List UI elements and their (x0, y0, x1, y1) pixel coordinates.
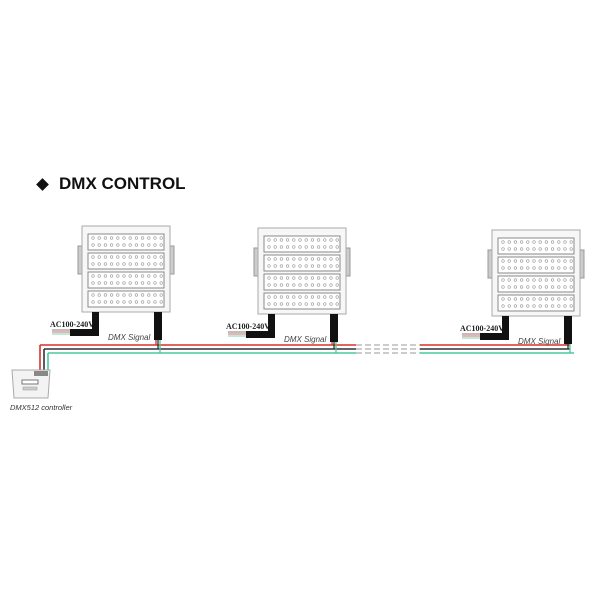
power-input-label: AC100-240V (226, 322, 270, 331)
dmx512-controller: DMX512 controller (10, 369, 73, 412)
dmx-signal-label: DMX Signal (518, 337, 560, 346)
led-flood-light-2: AC100-240V DMX Signal (226, 227, 351, 353)
led-flood-light-1: AC100-240V DMX Signal (50, 225, 175, 353)
dmx-signal-label: DMX Signal (284, 335, 326, 344)
controller-label: DMX512 controller (10, 403, 73, 412)
dmx-signal-label: DMX Signal (108, 333, 150, 342)
diagram-title: DMX CONTROL (36, 174, 186, 194)
power-input-label: AC100-240V (50, 320, 94, 329)
led-flood-light-3: AC100-240V DMX Signal (460, 229, 585, 353)
power-input-label: AC100-240V (460, 324, 504, 333)
